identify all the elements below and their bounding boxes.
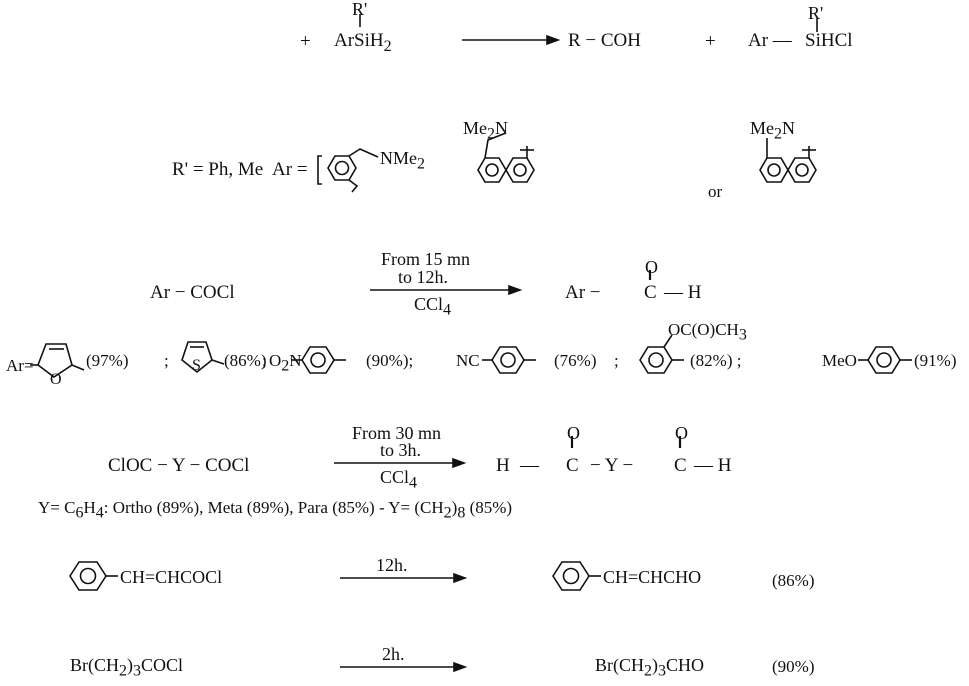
naph1-circle-a (485, 163, 499, 177)
thiophene-yield: (86%) (224, 351, 267, 370)
cinnamaldehyde-circle (562, 567, 580, 585)
arrow-head-4 (453, 572, 468, 584)
scheme2-product-c: C (644, 282, 657, 303)
scheme1-product2-si: SiHCl (805, 30, 853, 51)
scheme1-product2-r: R' (808, 3, 824, 23)
thiophene-ring (181, 341, 213, 374)
separator-3: ; (614, 351, 619, 370)
ar-attach-bond (348, 179, 359, 193)
me2n-label-1: Me2N (463, 118, 508, 143)
furan-attach (71, 364, 85, 371)
scheme3-reactant: ClOC − Y − COCl (108, 455, 250, 476)
scheme1-plus1: + (300, 31, 311, 52)
r-prime-definition: R' = Ph, Me (172, 159, 264, 180)
ar-benzene-circle (334, 160, 350, 176)
arrow-head-1 (546, 34, 561, 46)
furan-yield: (97%) (86, 351, 129, 370)
meo-label: MeO (822, 351, 857, 370)
scheme2-product-h: — H (664, 282, 702, 303)
arrow-head-3 (452, 457, 467, 469)
acetoxy-label: OC(O)CH3 (668, 320, 747, 344)
naph1-circle-b (513, 163, 527, 177)
scheme2-product-ar: Ar − (565, 282, 601, 303)
nc-yield: (76%) (554, 351, 597, 370)
scheme4-product: CH=CHCHO (603, 567, 702, 587)
scheme1-plus2: + (705, 31, 716, 52)
furan-oxygen: O (50, 371, 62, 388)
scheme3-product-o1: O (567, 423, 580, 443)
nitrophenyl-circle (310, 352, 326, 368)
thiophene-attach (211, 359, 225, 365)
ncphenyl-ring (491, 346, 525, 374)
acetoxyphenyl-circle (648, 352, 664, 368)
nme2-label: NMe2 (380, 148, 425, 173)
scheme4-yield: (86%) (772, 571, 815, 590)
scheme2-reactant: Ar − COCl (150, 282, 235, 303)
acetoxy-yield: (82%) ; (690, 351, 742, 370)
nitro-label: O2N (269, 351, 302, 375)
scheme4-reactant: CH=CHCOCl (120, 567, 223, 587)
separator-1: ; (164, 351, 169, 370)
scheme2-cond-line1: From 15 mn (381, 249, 471, 269)
ar-ch2-bond (348, 148, 379, 158)
scheme3-product-h1: H (496, 455, 510, 476)
nc-label: NC (456, 351, 480, 370)
arrow-head-5 (453, 661, 468, 673)
ar-equals-label: Ar = (272, 159, 308, 180)
scheme2-cond-line2: to 12h. (398, 267, 449, 287)
nitro-yield: (90%); (366, 351, 414, 370)
scheme3-product-y: − Y − (590, 455, 634, 476)
acetoxy-bond (663, 334, 673, 348)
scheme3-product-o2: O (675, 423, 688, 443)
scheme4-condition: 12h. (376, 555, 408, 575)
cinnamoyl-circle (79, 567, 97, 585)
scheme3-y-definitions: Y= C6H4: Ortho (89%), Meta (89%), Para (… (38, 498, 513, 522)
naph2-ring-b (787, 157, 817, 183)
arrow-head-2 (508, 284, 523, 296)
acetoxyphenyl-ring (639, 346, 673, 374)
ar-benzene-ring (327, 155, 357, 181)
or-label: or (708, 182, 723, 201)
furan-ring (37, 343, 73, 378)
scheme5-yield: (90%) (772, 657, 815, 676)
methoxyphenyl-circle (876, 352, 892, 368)
naph1-ring-a (477, 157, 507, 183)
scheme5-reactant: Br(CH2)3COCl (70, 655, 184, 680)
scheme1-product2-ar: Ar — (748, 30, 792, 51)
meo-yield: (91%) (914, 351, 957, 370)
scheme5-product: Br(CH2)3CHO (595, 655, 705, 680)
ar-bracket-left (317, 155, 322, 185)
me2n-label-2: Me2N (750, 118, 795, 143)
scheme3-cond-line2: to 3h. (380, 440, 422, 460)
cinnamaldehyde-ring (552, 561, 590, 591)
scheme5-condition: 2h. (382, 644, 405, 664)
scheme1-silane: ArSiH2 (334, 30, 392, 55)
scheme1-silane-r: R' (352, 0, 368, 19)
naph2-ring-a (759, 157, 789, 183)
scheme3-cond-line1: From 30 mn (352, 423, 442, 443)
scheme3-product-h2: — H (694, 455, 732, 476)
naph1-ring-b (505, 157, 535, 183)
separator-2: ; (262, 351, 267, 370)
scheme2-solvent: CCl4 (414, 294, 452, 319)
scheme3-dash: — (520, 455, 539, 476)
nitrophenyl-ring (301, 346, 335, 374)
thiophene-sulfur: S (192, 357, 201, 374)
cinnamoyl-ring (69, 561, 107, 591)
scheme3-product-c1: C (566, 455, 579, 476)
naph1-ch2-bond (484, 132, 507, 159)
examples-ar-equals: Ar= (6, 356, 34, 375)
naph2-circle-a (767, 163, 781, 177)
scheme1-product1: R − COH (568, 30, 642, 51)
methoxyphenyl-ring (867, 346, 901, 374)
scheme3-solvent: CCl4 (380, 467, 418, 492)
ncphenyl-circle (500, 352, 516, 368)
scheme3-product-c2: C (674, 455, 687, 476)
scheme2-product-o: O (645, 257, 658, 277)
naph2-circle-b (795, 163, 809, 177)
